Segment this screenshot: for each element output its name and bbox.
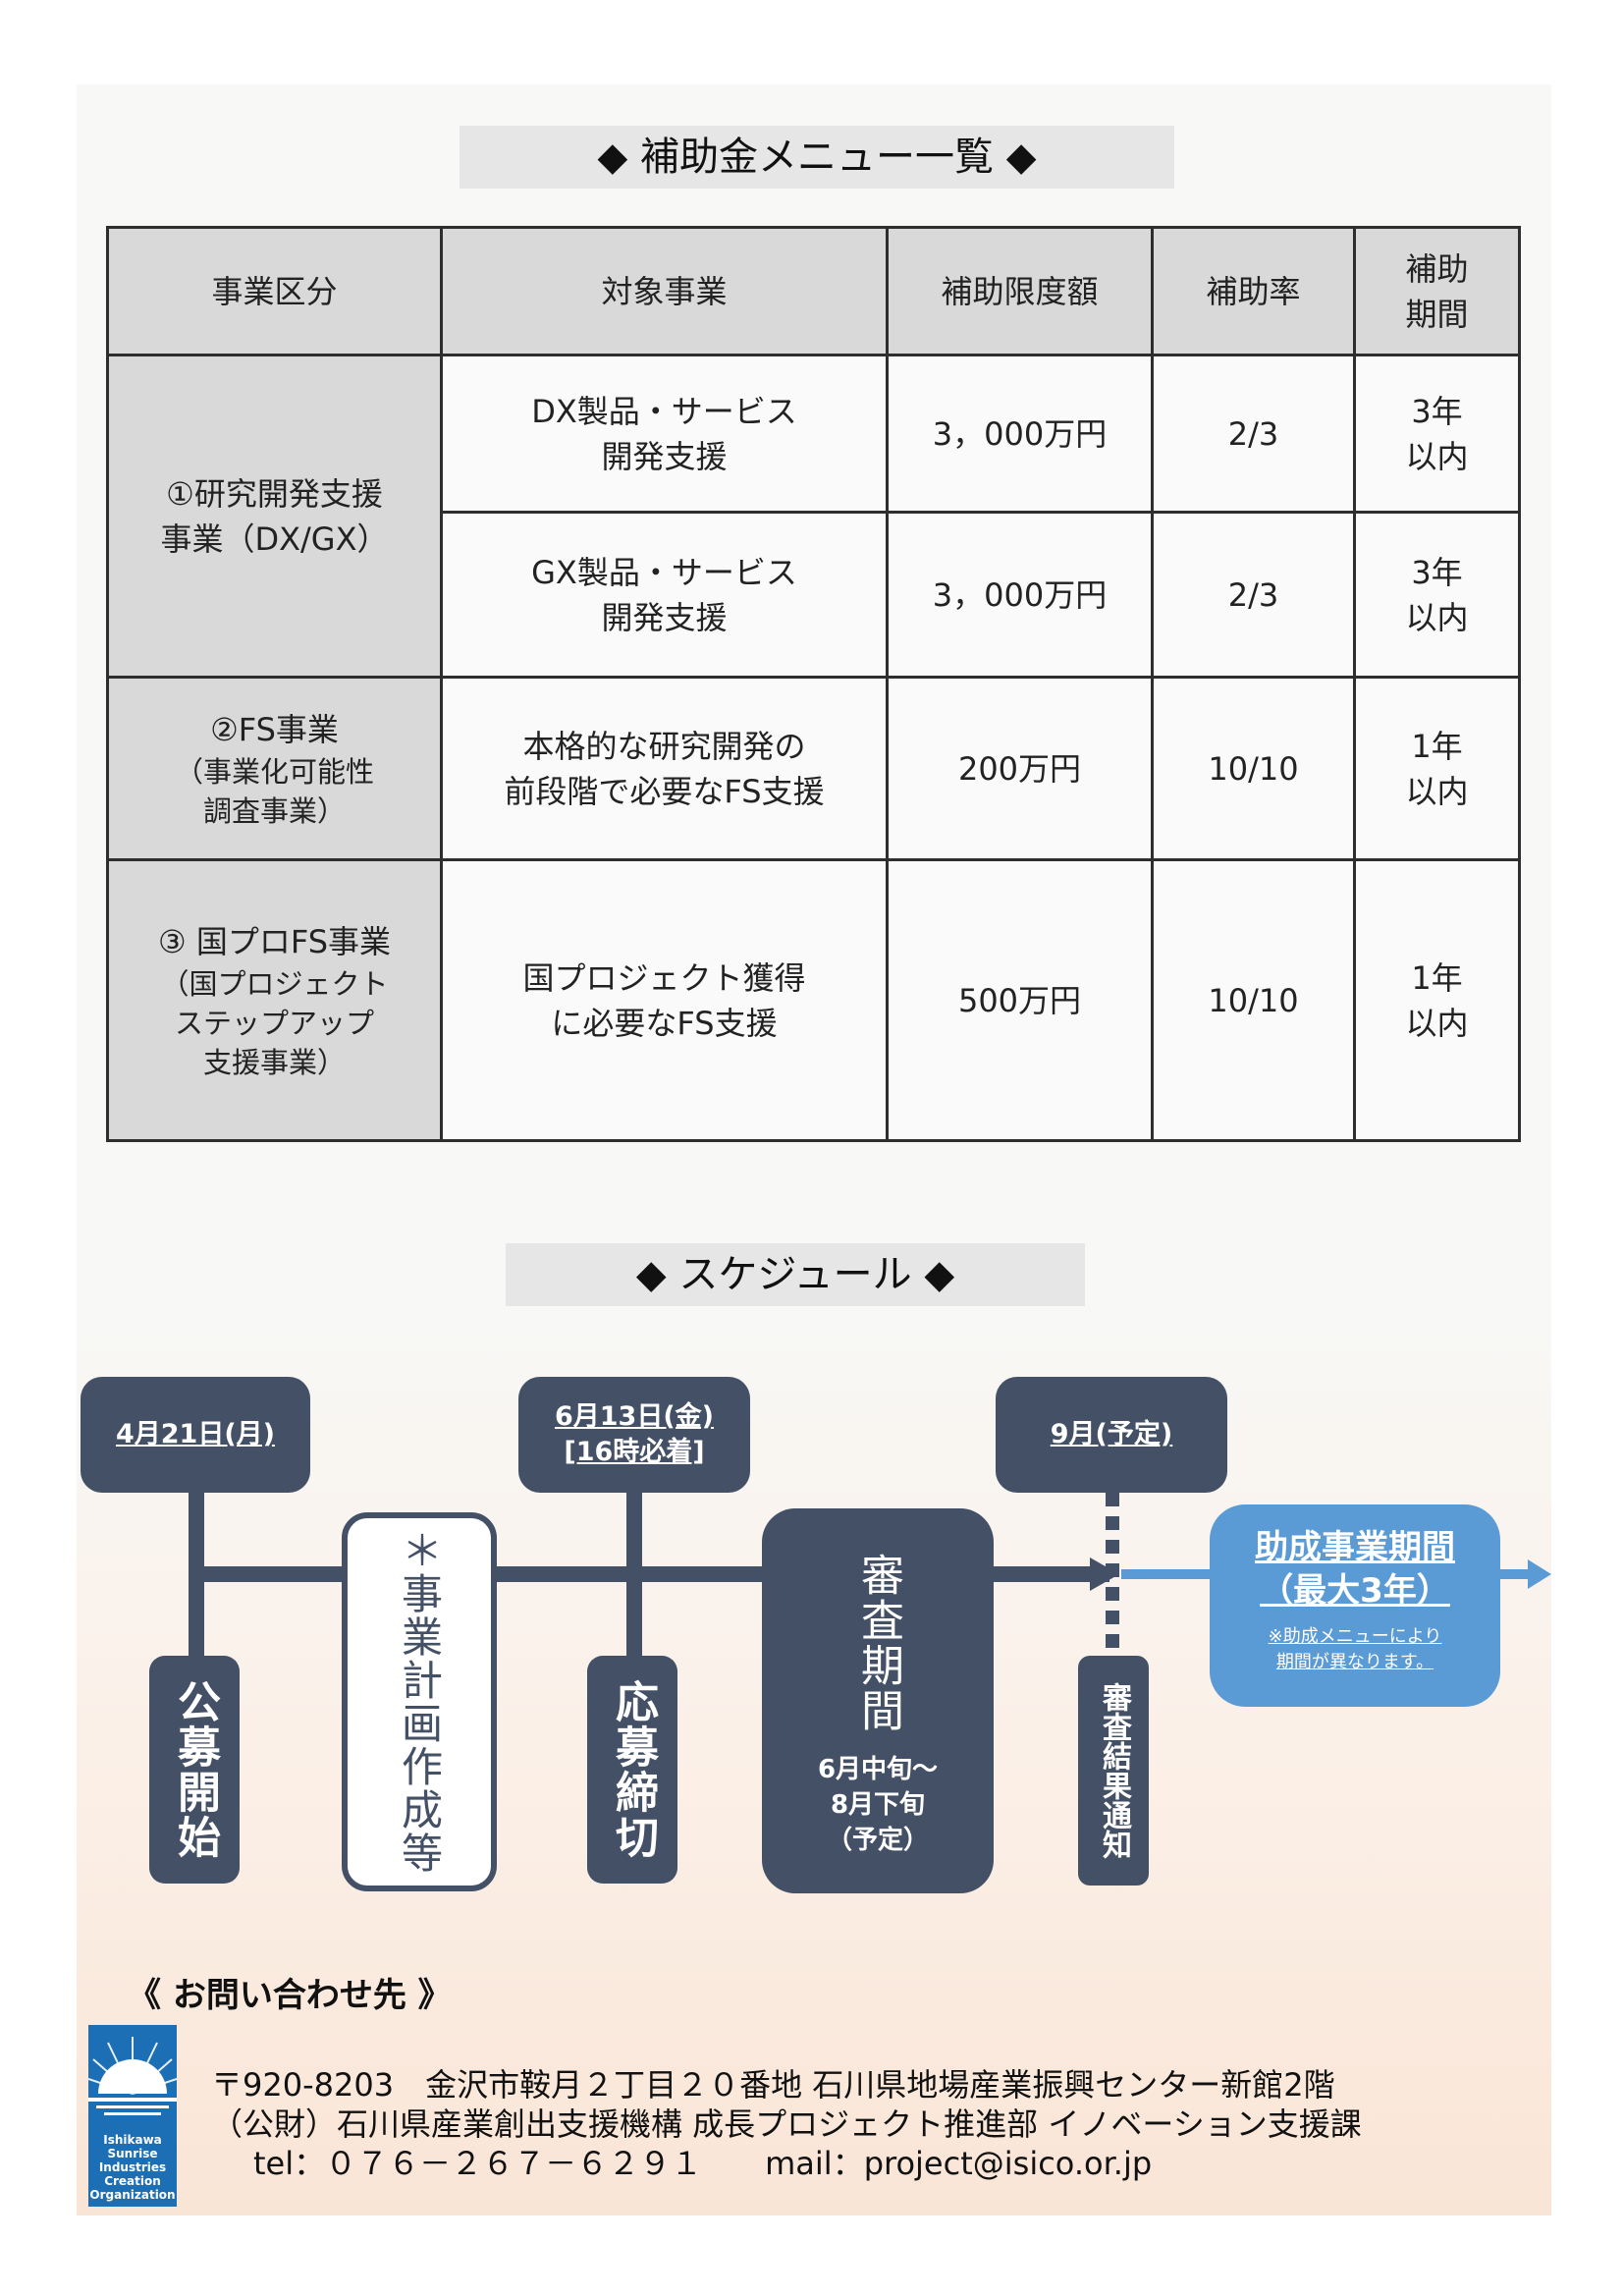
header-limit: 補助限度額 xyxy=(886,226,1154,356)
isico-logo: Ishikawa Sunrise Industries Creation Org… xyxy=(88,2025,177,2207)
rate-cell: 2/3 xyxy=(1151,511,1356,679)
category-cell-rd: ①研究開発支援 事業（DX/GX） xyxy=(106,354,443,679)
limit-cell: 200万円 xyxy=(886,676,1154,861)
date-deadline-box: 6月13日(金) [16時必着] xyxy=(518,1377,750,1493)
contact-address: 〒920-8203 金沢市鞍月２丁目２０番地 石川県地場産業振興センター新館2階 xyxy=(211,2066,1335,2104)
review-title: 審査期間 xyxy=(853,1553,903,1733)
step-start-box: 公募開始 xyxy=(149,1656,240,1884)
target-cell: 国プロジェクト獲得 に必要なFS支援 xyxy=(440,858,889,1142)
header-rate: 補助率 xyxy=(1151,226,1356,356)
contact-title: 《 お問い合わせ先 》 xyxy=(128,1976,452,2015)
grant-note: ※助成メニューにより 期間が異なります。 xyxy=(1268,1626,1442,1672)
subsidy-menu-table: 事業区分 対象事業 補助限度額 補助率 補助 期間 ①研究開発支援 事業（DX/… xyxy=(106,226,1521,1142)
step-deadline-box: 応募締切 xyxy=(587,1656,677,1884)
rate-cell: 2/3 xyxy=(1151,354,1356,514)
period-cell: 1年 以内 xyxy=(1353,676,1521,861)
limit-cell: 500万円 xyxy=(886,858,1154,1142)
grant-arrowhead xyxy=(1528,1559,1551,1589)
grant-period-box: 助成事業期間 （最大3年） ※助成メニューにより 期間が異なります。 xyxy=(1210,1504,1500,1707)
table-header-row: 事業区分 対象事業 補助限度額 補助率 補助 期間 xyxy=(106,226,1521,356)
table-row: ①研究開発支援 事業（DX/GX） DX製品・サービス 開発支援 3，000万円… xyxy=(106,354,1521,679)
step-plan-box: ＊事業計画作成等 xyxy=(342,1512,497,1891)
target-cell: GX製品・サービス 開発支援 xyxy=(440,511,889,679)
review-dates: 6月中旬～ 8月下旬 （予定） xyxy=(817,1755,939,1855)
header-target: 対象事業 xyxy=(440,226,889,356)
sunrise-icon xyxy=(88,2037,177,2115)
limit-cell: 3，000万円 xyxy=(886,354,1154,514)
date-notice-box: 9月(予定) xyxy=(996,1377,1227,1493)
menu-heading: ◆ 補助金メニュー一覧 ◆ xyxy=(460,126,1174,189)
period-cell: 3年 以内 xyxy=(1353,511,1521,679)
step-result-box: 審査結果通知 xyxy=(1078,1656,1149,1886)
period-cell: 3年 以内 xyxy=(1353,354,1521,514)
rate-cell: 10/10 xyxy=(1151,676,1356,861)
timeline-arrowhead xyxy=(1090,1558,1119,1591)
limit-cell: 3，000万円 xyxy=(886,511,1154,679)
review-period-box: 審査期間 6月中旬～ 8月下旬 （予定） xyxy=(762,1508,994,1893)
rate-cell: 10/10 xyxy=(1151,858,1356,1142)
date-start-box: 4月21日(月) xyxy=(81,1377,310,1493)
target-cell: DX製品・サービス 開発支援 xyxy=(440,354,889,514)
period-cell: 1年 以内 xyxy=(1353,858,1521,1142)
header-period: 補助 期間 xyxy=(1353,226,1521,356)
grant-title: 助成事業期間 （最大3年） xyxy=(1255,1528,1455,1611)
connector-deadline xyxy=(626,1473,642,1669)
contact-phone-mail: tel：０７６－２６７－６２９１ mail：project@isico.or.j… xyxy=(253,2145,1153,2182)
category-cell-fs: ②FS事業 （事業化可能性 調査事業） xyxy=(106,676,443,861)
table-row: GX製品・サービス 開発支援 3，000万円 2/3 3年 以内 xyxy=(108,511,1521,679)
table-row: ②FS事業 （事業化可能性 調査事業） 本格的な研究開発の 前段階で必要なFS支… xyxy=(106,676,1521,861)
dotted-connector xyxy=(1106,1493,1119,1660)
table-row: ③ 国プロFS事業 （国プロジェクト ステップアップ 支援事業） 国プロジェクト… xyxy=(106,858,1521,1142)
logo-text: Ishikawa Sunrise Industries Creation Org… xyxy=(89,2133,176,2202)
contact-org: （公財）石川県産業創出支援機構 成長プロジェクト推進部 イノベーション支援課 xyxy=(211,2105,1362,2143)
header-category: 事業区分 xyxy=(106,226,443,356)
target-cell: 本格的な研究開発の 前段階で必要なFS支援 xyxy=(440,676,889,861)
schedule-heading: ◆ スケジュール ◆ xyxy=(506,1243,1085,1306)
connector-start xyxy=(189,1473,204,1669)
category-cell-national-fs: ③ 国プロFS事業 （国プロジェクト ステップアップ 支援事業） xyxy=(106,858,443,1142)
